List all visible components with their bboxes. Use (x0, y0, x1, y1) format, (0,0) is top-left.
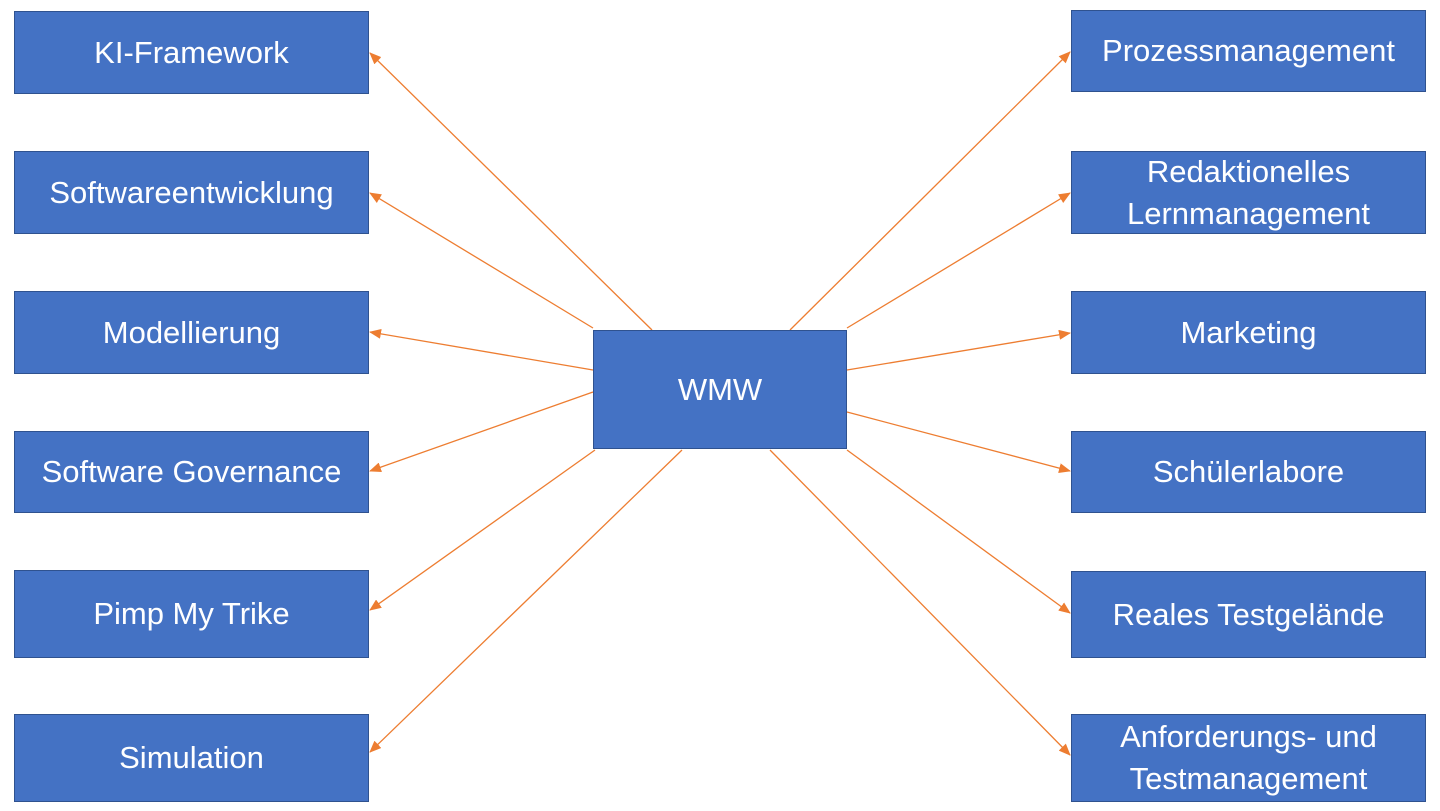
arrow-to-pimp-my-trike (369, 449, 596, 611)
center-node-label: WMW (677, 371, 763, 407)
node-pimp-my-trike: Pimp My Trike (14, 570, 369, 658)
node-label: Pimp My Trike (93, 596, 290, 631)
node-label: Modellierung (102, 314, 281, 350)
arrow-to-modellierung (369, 328, 594, 371)
node-redaktionelles-lernmanagement: Redaktionelles Lernmanagement (1071, 151, 1426, 234)
arrow-to-software-governance (369, 391, 594, 473)
node-label: KI-Framework (94, 34, 289, 70)
arrow-to-reales-testgelaende (846, 449, 1071, 614)
node-label: Schülerlabore (1152, 454, 1345, 489)
node-label: Software Governance (41, 454, 342, 489)
node-prozessmanagement: Prozessmanagement (1071, 10, 1426, 92)
node-reales-testgelaende: Reales Testgelände (1071, 571, 1426, 658)
node-anforderungs-testmanagement: Anforderungs- und Testmanagement (1071, 714, 1426, 802)
node-simulation: Simulation (14, 714, 369, 802)
node-ki-framework: KI-Framework (14, 11, 369, 94)
arrow-to-softwareentwicklung (369, 192, 594, 329)
node-label: Simulation (119, 740, 264, 775)
center-node-wmw: WMW (593, 330, 847, 449)
node-label: Redaktionelles Lernmanagement (1127, 153, 1370, 231)
node-label: Softwareentwicklung (49, 174, 334, 210)
node-modellierung: Modellierung (14, 291, 369, 374)
node-label: Prozessmanagement (1102, 33, 1395, 68)
node-label: Reales Testgelände (1112, 596, 1385, 632)
arrow-to-redaktionelles (846, 192, 1071, 329)
arrow-to-simulation (369, 449, 683, 753)
arrow-to-prozessmanagement (789, 51, 1071, 331)
node-software-governance: Software Governance (14, 431, 369, 513)
node-label: Anforderungs- und Testmanagement (1120, 719, 1377, 796)
node-schuelerlabore: Schülerlabore (1071, 431, 1426, 513)
node-label: Marketing (1180, 314, 1317, 350)
arrow-to-marketing (846, 329, 1071, 371)
arrow-to-ki-framework (369, 52, 653, 331)
arrow-to-schuelerlabore (846, 411, 1071, 474)
arrow-to-anforderungs (769, 449, 1071, 756)
node-marketing: Marketing (1071, 291, 1426, 374)
node-softwareentwicklung: Softwareentwicklung (14, 151, 369, 234)
